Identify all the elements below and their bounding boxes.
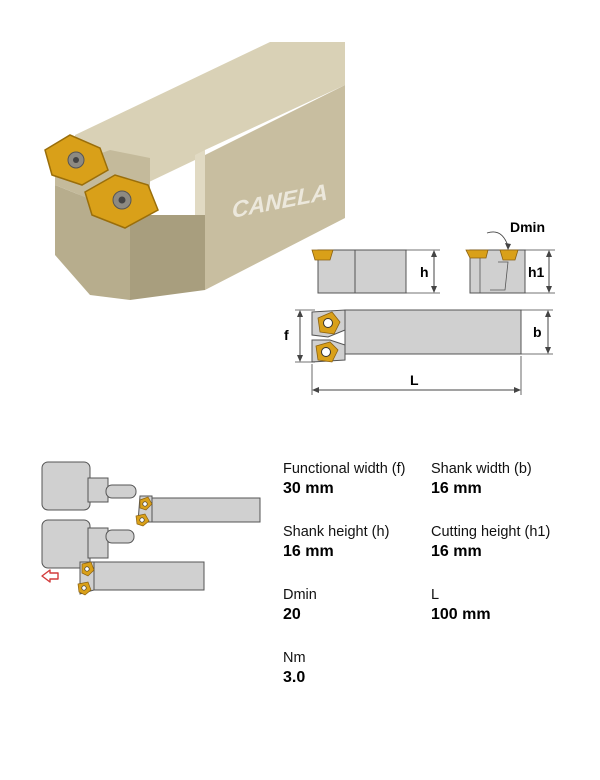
lower-insert-icon bbox=[84, 174, 159, 229]
spec-label: Shank height (h) bbox=[283, 524, 390, 540]
shank-step bbox=[195, 150, 205, 215]
tool-upper bbox=[135, 495, 261, 527]
workpiece-lower bbox=[41, 519, 135, 569]
tool-lower bbox=[77, 561, 205, 596]
spec-value: 20 bbox=[283, 606, 301, 623]
spec-label: Dmin bbox=[283, 587, 317, 603]
shank-lower-face bbox=[130, 215, 205, 300]
top-view: f b L bbox=[284, 309, 553, 395]
bottom-insert-icon bbox=[315, 341, 339, 363]
spec-label: L bbox=[431, 587, 440, 603]
spec-value: 16 mm bbox=[283, 543, 334, 560]
arrow-left-icon bbox=[41, 569, 59, 583]
application-schematic bbox=[41, 461, 261, 596]
workpiece-upper bbox=[41, 461, 137, 511]
spec-label: Cutting height (h1) bbox=[431, 524, 551, 540]
shank-side-face bbox=[195, 85, 345, 290]
spec-label: Functional width (f) bbox=[283, 461, 406, 477]
spec-cutting-height: Cutting height (h1) 16 mm bbox=[431, 524, 550, 561]
end-view: Dmin h1 bbox=[465, 219, 555, 294]
spec-length: L 100 mm bbox=[431, 587, 491, 624]
side-view: h bbox=[311, 249, 440, 294]
spec-value: 16 mm bbox=[431, 480, 482, 497]
spec-shank-height: Shank height (h) 16 mm bbox=[283, 524, 389, 561]
spec-value: 16 mm bbox=[431, 543, 482, 560]
spec-label: Shank width (b) bbox=[431, 461, 532, 477]
label-h: h bbox=[420, 264, 429, 280]
label-b: b bbox=[533, 324, 542, 340]
spec-functional-width: Functional width (f) 30 mm bbox=[283, 461, 406, 498]
dimension-diagram: h Dmin h1 f bbox=[284, 219, 555, 395]
spec-shank-width: Shank width (b) 16 mm bbox=[431, 461, 532, 498]
spec-dmin: Dmin 20 bbox=[283, 587, 317, 624]
top-insert-icon bbox=[317, 311, 341, 335]
product-photo: CANELA bbox=[44, 42, 345, 300]
upper-insert-icon bbox=[44, 134, 109, 186]
label-h1: h1 bbox=[528, 264, 545, 280]
spec-value: 30 mm bbox=[283, 480, 334, 497]
label-f: f bbox=[284, 327, 289, 343]
label-L: L bbox=[410, 372, 419, 388]
spec-label: Nm bbox=[283, 650, 306, 666]
label-dmin: Dmin bbox=[510, 219, 545, 235]
spec-value: 3.0 bbox=[283, 669, 306, 686]
spec-torque: Nm 3.0 bbox=[283, 650, 306, 687]
spec-value: 100 mm bbox=[431, 606, 491, 623]
